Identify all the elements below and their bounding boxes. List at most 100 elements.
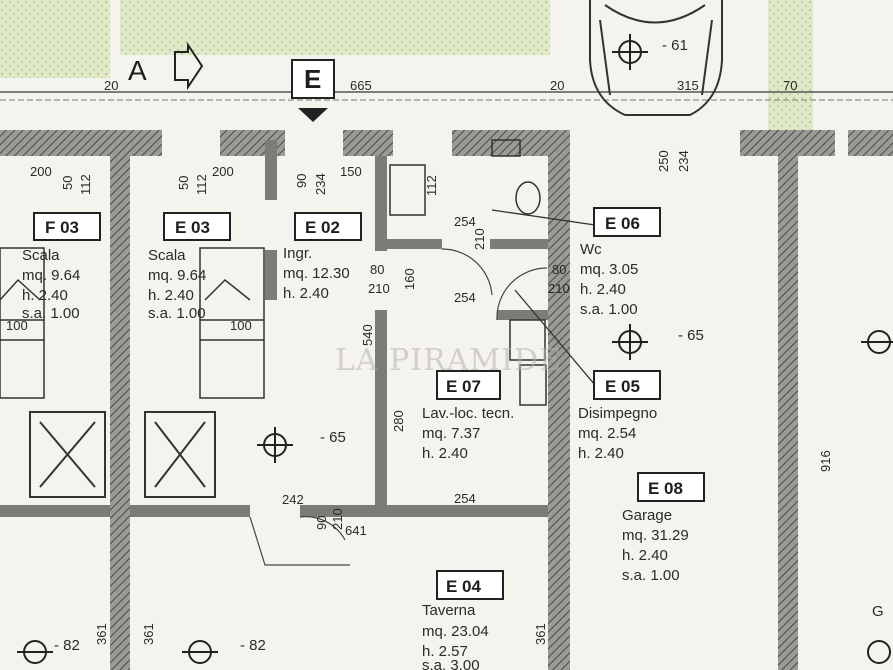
dim-top-20a: 20 bbox=[104, 78, 118, 93]
dim-210d: 210 bbox=[330, 508, 345, 530]
svg-text:A: A bbox=[128, 55, 147, 86]
svg-text:E 07: E 07 bbox=[446, 377, 481, 396]
dim-242: 242 bbox=[282, 492, 304, 507]
dim-50b: 50 bbox=[176, 176, 191, 190]
dim-200b: 200 bbox=[212, 164, 234, 179]
svg-text:h. 2.40: h. 2.40 bbox=[283, 285, 329, 302]
garden-strip-right bbox=[768, 0, 813, 130]
door-swings bbox=[249, 248, 548, 566]
dim-112b: 112 bbox=[194, 174, 209, 195]
garden-strip-mid bbox=[120, 0, 550, 55]
dim-641: 641 bbox=[345, 523, 367, 538]
dim-254a: 254 bbox=[454, 214, 476, 229]
svg-text:Scala: Scala bbox=[148, 247, 186, 264]
svg-text:mq. 12.30: mq. 12.30 bbox=[283, 265, 350, 282]
svg-text:Scala: Scala bbox=[22, 247, 60, 264]
dim-150: 150 bbox=[340, 164, 362, 179]
svg-text:Ingr.: Ingr. bbox=[283, 245, 312, 262]
garden-strip-left bbox=[0, 0, 110, 78]
level-b: - 65 bbox=[678, 327, 704, 344]
walls bbox=[0, 130, 893, 670]
dim-80b: 80 bbox=[552, 262, 566, 277]
dim-234: 234 bbox=[313, 173, 328, 195]
room-f03: F 03 Scala mq. 9.64 h. 2.40 s.a. 1.00 bbox=[22, 218, 80, 322]
dim-254c: 254 bbox=[454, 491, 476, 506]
svg-text:E 02: E 02 bbox=[305, 218, 340, 237]
svg-text:mq. 9.64: mq. 9.64 bbox=[22, 267, 80, 284]
svg-text:s.a. 1.00: s.a. 1.00 bbox=[622, 567, 680, 584]
svg-text:h. 2.40: h. 2.40 bbox=[622, 547, 668, 564]
room-e08: E 08 Garage mq. 31.29 h. 2.40 s.a. 1.00 bbox=[622, 479, 689, 584]
elevation-marker: E bbox=[291, 59, 335, 122]
svg-text:E 03: E 03 bbox=[175, 218, 210, 237]
svg-text:Wc: Wc bbox=[580, 241, 602, 258]
svg-text:mq. 7.37: mq. 7.37 bbox=[422, 425, 480, 442]
svg-text:Disimpegno: Disimpegno bbox=[578, 405, 657, 422]
stairs bbox=[0, 247, 265, 399]
svg-text:E 06: E 06 bbox=[605, 214, 640, 233]
dim-90: 90 bbox=[294, 174, 309, 188]
svg-text:h. 2.40: h. 2.40 bbox=[422, 445, 468, 462]
svg-text:h. 2.40: h. 2.40 bbox=[22, 287, 68, 304]
dim-280: 280 bbox=[391, 410, 406, 432]
dim-80a: 80 bbox=[370, 262, 384, 277]
dimensions: 20 665 20 315 70 200 50 112 50 112 200 9… bbox=[6, 78, 833, 645]
dim-50a: 50 bbox=[60, 176, 75, 190]
wc-fixtures bbox=[389, 139, 547, 406]
dim-210b: 210 bbox=[368, 281, 390, 296]
room-e05: E 05 Disimpegno mq. 2.54 h. 2.40 bbox=[578, 377, 657, 462]
level-c: - 65 bbox=[320, 429, 346, 446]
dim-250: 250 bbox=[656, 150, 671, 172]
dim-112c: 112 bbox=[424, 175, 439, 196]
svg-text:h. 2.40: h. 2.40 bbox=[580, 281, 626, 298]
level-markers bbox=[17, 34, 893, 664]
svg-text:mq. 9.64: mq. 9.64 bbox=[148, 267, 206, 284]
svg-text:mq. 2.54: mq. 2.54 bbox=[578, 425, 636, 442]
svg-text:Taverna: Taverna bbox=[422, 602, 476, 619]
dim-234b: 234 bbox=[676, 150, 691, 172]
dim-112a: 112 bbox=[78, 174, 93, 195]
room-e06: E 06 Wc mq. 3.05 h. 2.40 s.a. 1.00 bbox=[580, 214, 640, 318]
svg-text:s.a. 1.00: s.a. 1.00 bbox=[22, 305, 80, 322]
room-tag-boxes bbox=[33, 207, 705, 600]
svg-text:mq. 3.05: mq. 3.05 bbox=[580, 261, 638, 278]
dim-200a: 200 bbox=[30, 164, 52, 179]
dim-top-665: 665 bbox=[350, 78, 372, 93]
svg-text:F 03: F 03 bbox=[45, 218, 79, 237]
dim-top-315: 315 bbox=[677, 78, 699, 93]
svg-text:mq. 31.29: mq. 31.29 bbox=[622, 527, 689, 544]
svg-text:Lav.-loc. tecn.: Lav.-loc. tecn. bbox=[422, 405, 514, 422]
dim-top-20b: 20 bbox=[550, 78, 564, 93]
dim-540: 540 bbox=[360, 324, 375, 346]
svg-text:E 05: E 05 bbox=[605, 377, 640, 396]
room-e03: E 03 Scala mq. 9.64 h. 2.40 s.a. 1.00 bbox=[148, 218, 210, 322]
svg-text:h. 2.40: h. 2.40 bbox=[578, 445, 624, 462]
dim-100a: 100 bbox=[6, 318, 28, 333]
section-marker: A bbox=[128, 41, 204, 91]
level-a: - 61 bbox=[662, 37, 688, 54]
dim-210a: 210 bbox=[472, 228, 487, 250]
room-e07: E 07 Lav.-loc. tecn. mq. 7.37 h. 2.40 bbox=[422, 377, 514, 462]
dim-916: 916 bbox=[818, 450, 833, 472]
dim-361b: 361 bbox=[141, 623, 156, 645]
dim-254b: 254 bbox=[454, 290, 476, 305]
svg-text:s.a. 1.00: s.a. 1.00 bbox=[148, 305, 206, 322]
svg-text:mq. 23.04: mq. 23.04 bbox=[422, 623, 489, 640]
dim-361c: 361 bbox=[533, 623, 548, 645]
svg-text:E 08: E 08 bbox=[648, 479, 683, 498]
svg-text:Garage: Garage bbox=[622, 507, 672, 524]
svg-text:h. 2.57: h. 2.57 bbox=[422, 643, 468, 660]
svg-text:s.a. 3.00: s.a. 3.00 bbox=[422, 657, 480, 670]
level-values: - 61 - 65 - 65 - 82 - 82 bbox=[54, 37, 704, 654]
dim-100b: 100 bbox=[230, 318, 252, 333]
svg-text:s.a. 1.00: s.a. 1.00 bbox=[580, 301, 638, 318]
dim-90b: 90 bbox=[314, 516, 329, 530]
car-outline bbox=[589, 0, 723, 116]
dim-210c: 210 bbox=[548, 281, 570, 296]
room-e02: E 02 Ingr. mq. 12.30 h. 2.40 bbox=[283, 218, 350, 302]
lift-shafts bbox=[29, 411, 216, 498]
level-e: - 82 bbox=[240, 637, 266, 654]
dim-160: 160 bbox=[402, 268, 417, 290]
dim-top-70: 70 bbox=[783, 78, 797, 93]
